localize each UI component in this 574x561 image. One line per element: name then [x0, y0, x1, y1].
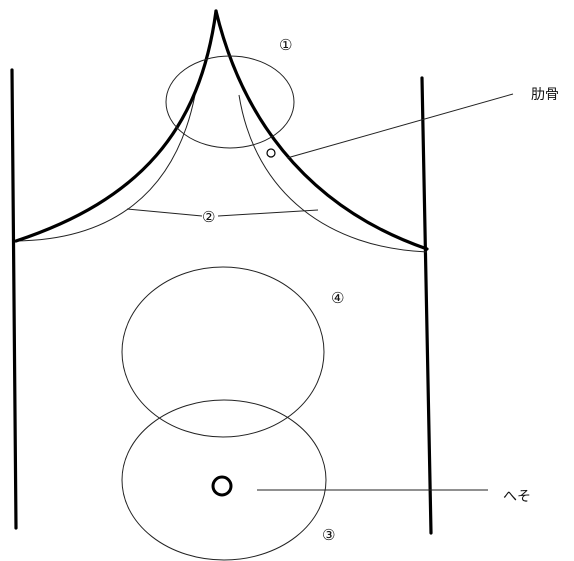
- region-3-label: ③: [322, 526, 335, 544]
- right-inner-rib-curve: [238, 94, 428, 253]
- left-costal-arch: [14, 9, 218, 243]
- region-3-circle: [121, 399, 327, 561]
- region-2-right-leader: [217, 209, 319, 217]
- right-body-outline: [420, 76, 433, 535]
- left-body-outline: [10, 68, 18, 530]
- region-1-circle: [165, 55, 295, 149]
- region-1-label: ①: [279, 36, 292, 54]
- left-inner-rib-curve: [15, 94, 196, 242]
- navel-label: へそ: [503, 489, 531, 505]
- region-4-circle: [121, 266, 325, 438]
- region-2-label: ②: [202, 208, 215, 226]
- rib-label: 肋骨: [531, 87, 559, 103]
- rib-leader-line: [286, 93, 514, 159]
- navel-marker: [211, 475, 233, 497]
- rib-point-marker: [266, 148, 276, 158]
- region-4-label: ④: [331, 289, 344, 307]
- right-costal-arch: [214, 9, 429, 251]
- region-2-left-leader: [126, 208, 203, 217]
